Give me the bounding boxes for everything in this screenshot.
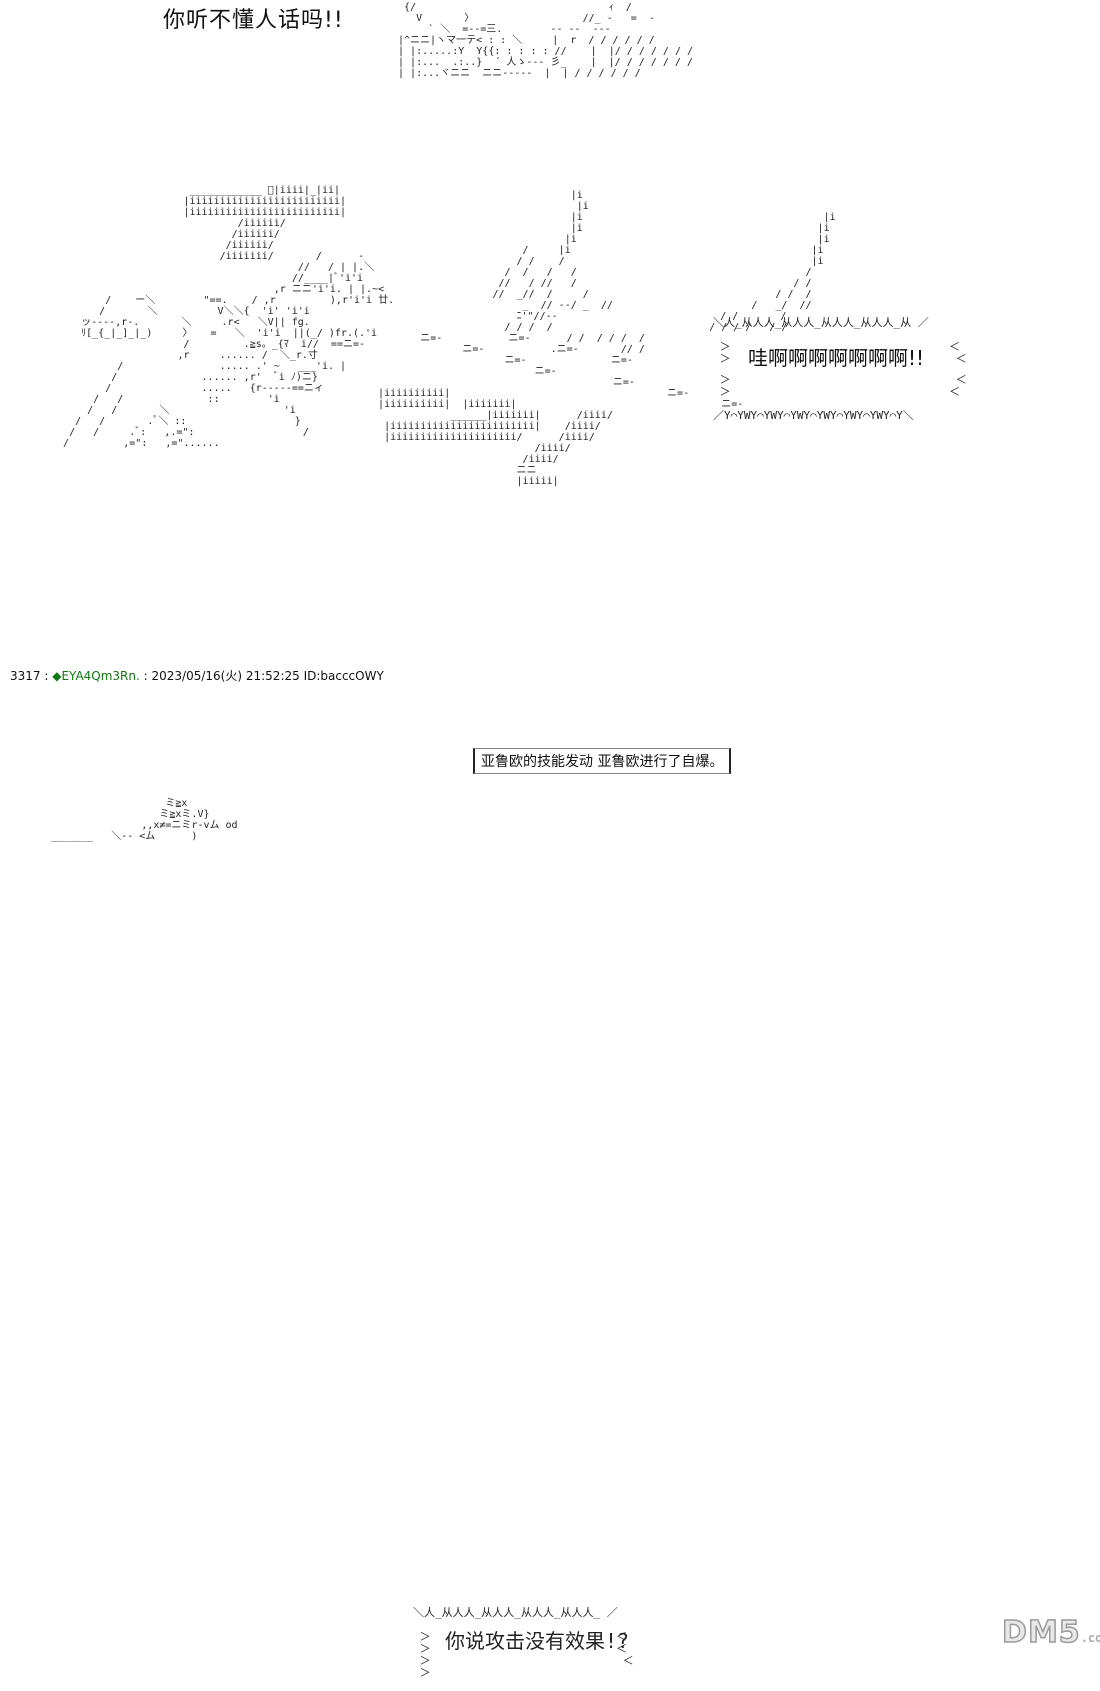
watermark-logo: DM5 bbox=[1001, 1615, 1081, 1650]
ascii-art-left: ____________ ﾞ|iiii|_|ii| |iiiiiiiiiiiii… bbox=[63, 185, 395, 449]
system-message-box: 亚鲁欧的技能发动 亚鲁欧进行了自爆。 bbox=[473, 748, 732, 774]
post-trip-code[interactable]: ◆EYA4Qm3Rn. bbox=[52, 669, 140, 683]
system-message-text: 亚鲁欧的技能发动 亚鲁欧进行了自爆。 bbox=[481, 754, 724, 770]
post-number: 3317 : bbox=[10, 669, 49, 683]
burst-bottom-edge: ／Y⌒YWY⌒YWY⌒YWY⌒YWY⌒YWY⌒YWY⌒Y＼ bbox=[713, 409, 914, 422]
post-header: 3317 : ◆EYA4Qm3Rn. : 2023/05/16(火) 21:52… bbox=[10, 667, 384, 684]
watermark-suffix: .com bbox=[1080, 1631, 1100, 1645]
shout-text-bottom: 你说攻击没有效果!? bbox=[445, 1629, 630, 1653]
burst2-top-edge: ＼人_从人人_从人人_从人人_从人人_ ／ bbox=[413, 1606, 618, 1619]
shout-burst-top: ＼人_从人人_从人人_从人人_从人人_从 ／ ＞ ＜ ＞ ＜ bbox=[713, 305, 1003, 405]
headline-text: 你听不懂人话吗!! bbox=[163, 8, 344, 33]
shout-text-top: 哇啊啊啊啊啊啊啊!! bbox=[748, 346, 925, 370]
post-meta: : 2023/05/16(火) 21:52:25 ID:bacccOWY bbox=[143, 669, 384, 683]
ascii-art-bottom-left: ミ≧x ミ≧xミ.V} ,,x≠=ニミr-vム od _______ ＼-- <… bbox=[45, 798, 1100, 1679]
burst-side-marks-lower: ＞ ＜ ＞ ＜ bbox=[719, 373, 967, 398]
ascii-art-center: |i |i |i bbox=[378, 190, 836, 487]
ascii-art-top: {/ ｨ / V 〉 //_ - = - ` ＼ =--=三. -- -- --… bbox=[398, 2, 694, 79]
burst-side-marks: ＞ ＜ ＞ ＜ bbox=[719, 340, 967, 365]
burst-top-edge: ＼人_从人人_从人人_从人人_从人人_从 ／ bbox=[713, 316, 929, 329]
site-watermark: DM5.com bbox=[990, 1616, 1100, 1649]
shout-burst-top-bottom: ＞ ＜ ＞ ＜ ／Y⌒YWY⌒YWY⌒YWY⌒YWY⌒YWY⌒YWY⌒Y＼ bbox=[713, 362, 967, 434]
